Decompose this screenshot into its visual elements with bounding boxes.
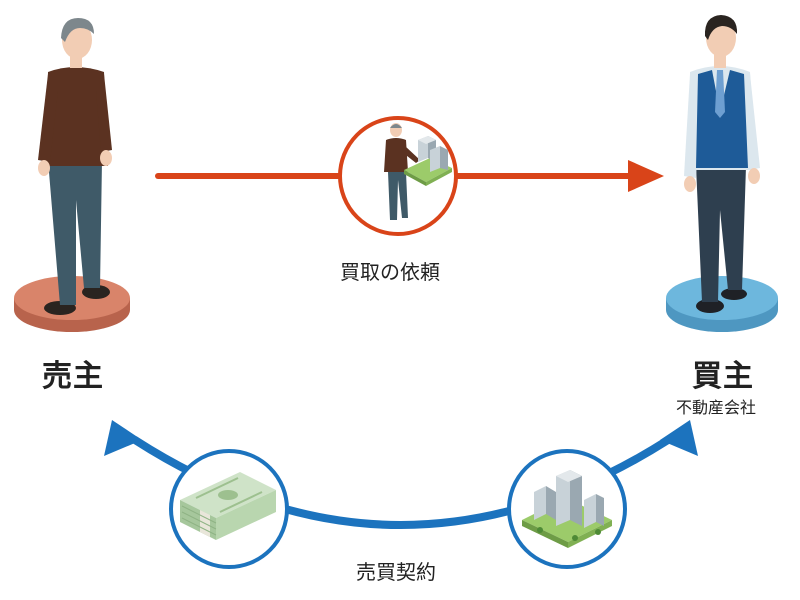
buildings-icon <box>507 449 627 569</box>
money-stack-icon <box>169 449 289 569</box>
contract-arrow-right-head <box>660 420 698 456</box>
contract-label: 売買契約 <box>356 560 436 584</box>
contract-arrow-left-head <box>104 420 142 456</box>
request-label: 買取の依頼 <box>340 260 440 284</box>
person-with-building-icon <box>338 116 458 236</box>
person-seller-icon <box>38 18 112 315</box>
buyer-pedestal <box>666 276 778 332</box>
buyer-label: 買主 <box>692 359 754 394</box>
buyer-sublabel: 不動産会社 <box>676 398 757 417</box>
seller-label: 売主 <box>42 359 104 394</box>
person-buyer-icon <box>684 15 760 313</box>
